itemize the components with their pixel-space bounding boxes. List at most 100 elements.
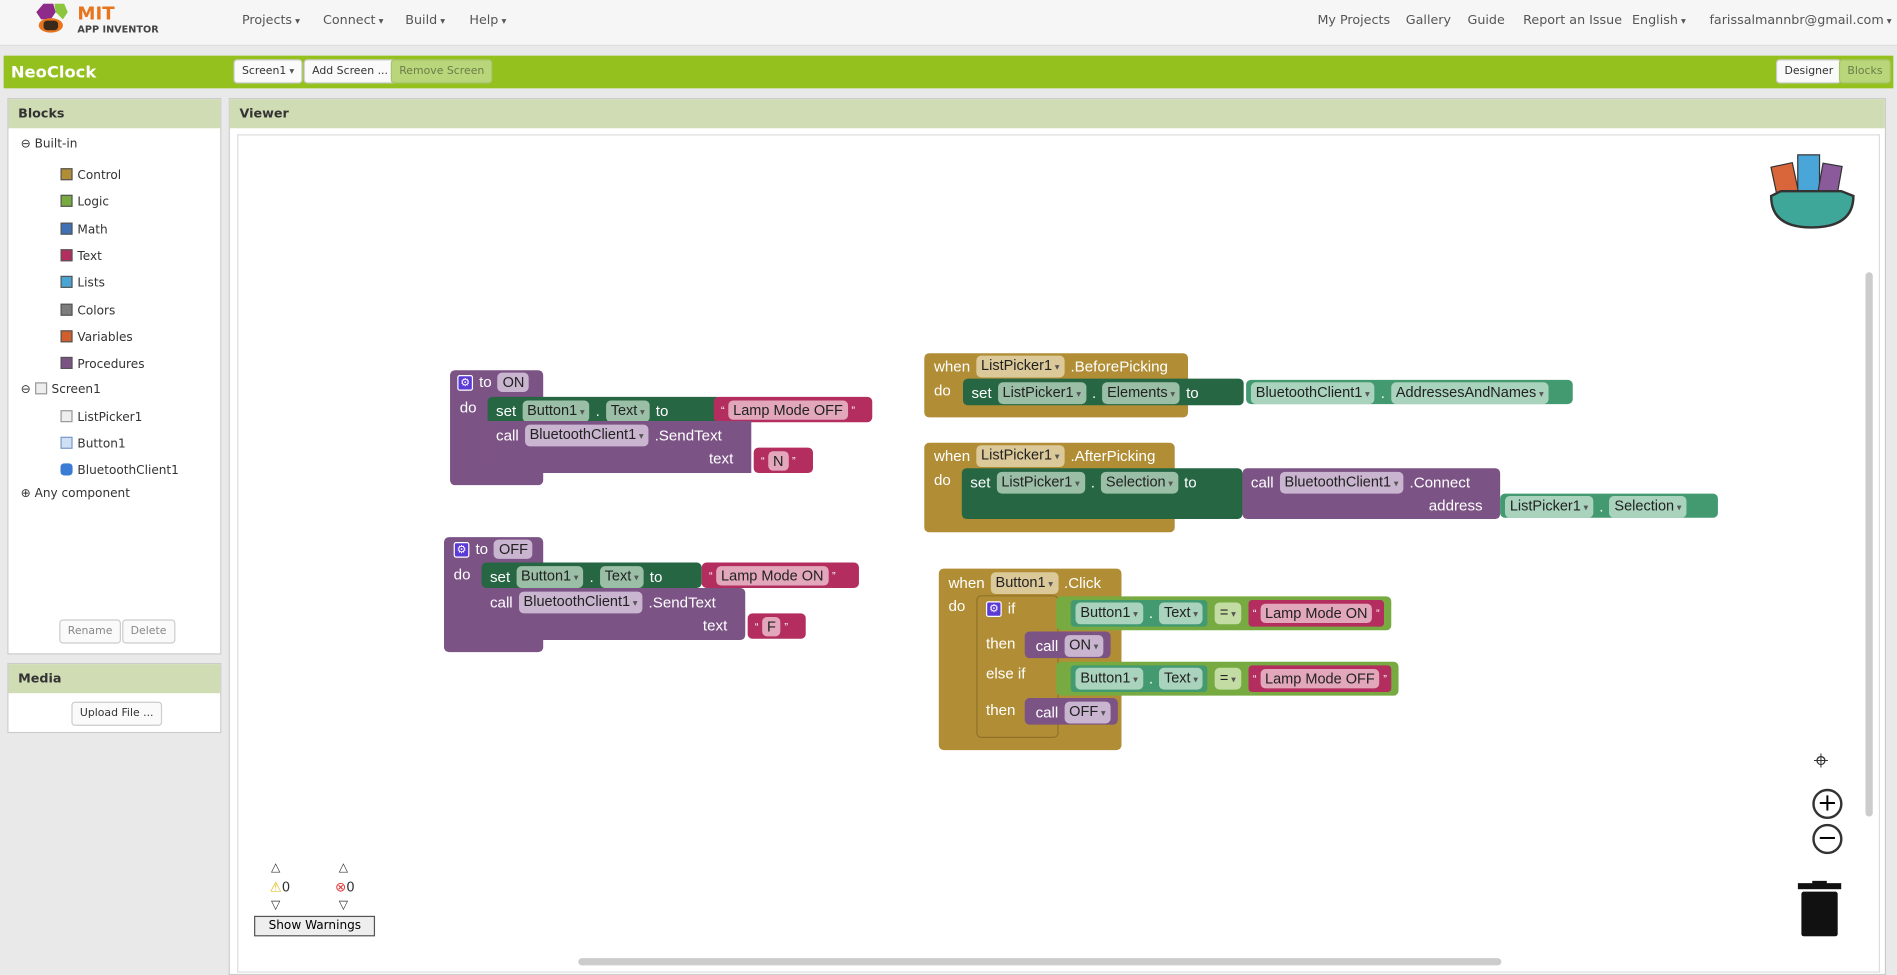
listpicker-selection-getter-block[interactable]: ListPicker1 . Selection: [1500, 493, 1718, 518]
menu-help[interactable]: Help: [469, 13, 506, 28]
call-connect-block[interactable]: call BluetoothClient1 .Connect address: [1242, 468, 1501, 520]
component-listpicker1[interactable]: ListPicker1: [60, 410, 142, 425]
designer-button[interactable]: Designer: [1775, 59, 1842, 84]
horizontal-scrollbar[interactable]: [578, 958, 1502, 966]
collapse-icon[interactable]: ⊖: [20, 383, 31, 397]
category-lists[interactable]: Lists: [60, 276, 105, 291]
text-field[interactable]: Lamp Mode OFF: [728, 400, 848, 420]
warning-next-arrow-icon[interactable]: ▽: [270, 898, 281, 913]
category-math[interactable]: Math: [60, 222, 108, 237]
category-variables[interactable]: Variables: [60, 330, 133, 345]
category-control[interactable]: Control: [60, 168, 121, 183]
screen1-node[interactable]: ⊖ Screen1: [21, 382, 101, 397]
link-gallery[interactable]: Gallery: [1405, 13, 1452, 28]
vertical-scrollbar[interactable]: [1865, 272, 1873, 817]
menu-connect[interactable]: Connect: [323, 13, 383, 28]
app-inventor-logo-icon[interactable]: [34, 3, 70, 35]
text-literal-block[interactable]: “ N ”: [753, 447, 813, 474]
component-dropdown[interactable]: BluetoothClient1: [1279, 471, 1404, 494]
component-dropdown[interactable]: ListPicker1: [1504, 496, 1594, 518]
text-field[interactable]: N: [768, 451, 789, 471]
error-next-arrow-icon[interactable]: ▽: [338, 898, 349, 913]
property-dropdown[interactable]: Text: [605, 400, 650, 423]
property-dropdown[interactable]: Text: [1159, 602, 1203, 625]
category-logic[interactable]: Logic: [60, 195, 109, 210]
blocks-button[interactable]: Blocks: [1838, 59, 1891, 84]
component-dropdown[interactable]: Button1: [516, 566, 584, 588]
component-dropdown[interactable]: Button1: [522, 400, 590, 423]
zoom-in-icon[interactable]: +: [1812, 788, 1843, 820]
procedure-dropdown[interactable]: OFF: [1064, 701, 1111, 724]
component-dropdown[interactable]: ListPicker1: [976, 445, 1065, 467]
text-field[interactable]: F: [762, 616, 781, 637]
category-procedures[interactable]: Procedures: [60, 357, 145, 372]
add-screen-button[interactable]: Add Screen ...: [303, 59, 397, 84]
component-dropdown[interactable]: ListPicker1: [997, 382, 1086, 405]
component-dropdown[interactable]: BluetoothClient1: [1250, 382, 1375, 405]
call-on-block[interactable]: call ON: [1024, 631, 1111, 659]
text-field[interactable]: Lamp Mode ON: [716, 566, 829, 586]
category-colors[interactable]: Colors: [60, 303, 115, 318]
property-dropdown[interactable]: Selection: [1609, 496, 1687, 518]
component-button1[interactable]: Button1: [60, 436, 126, 451]
compare-block-2[interactable]: Button1 . Text = “ Lamp Mode OFF ”: [1056, 661, 1399, 696]
remove-screen-button[interactable]: Remove Screen: [390, 59, 493, 84]
component-dropdown[interactable]: BluetoothClient1: [524, 424, 649, 447]
zoom-out-icon[interactable]: −: [1812, 823, 1843, 855]
component-dropdown[interactable]: BluetoothClient1: [518, 591, 643, 614]
component-dropdown[interactable]: Button1: [1075, 667, 1143, 690]
upload-file-button[interactable]: Upload File ...: [71, 701, 162, 726]
property-dropdown[interactable]: Elements: [1102, 382, 1181, 405]
text-literal-block[interactable]: “ F ”: [747, 613, 806, 639]
gear-icon[interactable]: ⚙: [453, 541, 470, 558]
builtin-node[interactable]: ⊖ Built-in: [21, 138, 78, 151]
call-sendtext-block[interactable]: call BluetoothClient1 .SendText text: [481, 587, 746, 640]
text-field[interactable]: Lamp Mode ON: [1260, 603, 1373, 624]
compare-block-1[interactable]: Button1 . Text = “ Lamp Mode ON ”: [1056, 596, 1392, 631]
rename-button[interactable]: Rename: [59, 619, 121, 644]
link-my-projects[interactable]: My Projects: [1317, 13, 1391, 28]
component-dropdown[interactable]: Button1: [1075, 602, 1143, 625]
category-text[interactable]: Text: [60, 249, 102, 264]
expand-icon[interactable]: ⊕: [20, 487, 31, 501]
text-literal-block[interactable]: “ Lamp Mode ON ”: [701, 562, 859, 588]
component-dropdown[interactable]: ListPicker1: [976, 355, 1065, 378]
delete-button[interactable]: Delete: [122, 619, 175, 644]
warning-prev-arrow-icon[interactable]: △: [270, 861, 281, 875]
property-dropdown[interactable]: AddressesAndNames: [1391, 382, 1549, 405]
menu-projects[interactable]: Projects: [242, 13, 300, 28]
call-sendtext-block[interactable]: call BluetoothClient1 .SendText text: [487, 421, 752, 474]
show-warnings-button[interactable]: Show Warnings: [254, 915, 376, 937]
error-prev-arrow-icon[interactable]: △: [338, 861, 349, 875]
property-dropdown[interactable]: Selection: [1101, 471, 1179, 494]
operator-dropdown[interactable]: =: [1215, 667, 1241, 690]
trash-icon[interactable]: [1797, 880, 1842, 941]
component-dropdown[interactable]: Button1: [990, 572, 1058, 595]
operator-dropdown[interactable]: =: [1215, 602, 1241, 625]
set-listpicker-selection-block[interactable]: set ListPicker1 . Selection to: [961, 468, 1243, 520]
set-button-text-block[interactable]: set Button1 . Text to: [481, 562, 702, 588]
call-off-block[interactable]: call OFF: [1024, 698, 1118, 725]
recenter-icon[interactable]: ⌖: [1813, 746, 1829, 777]
bluetooth-addresses-getter-block[interactable]: BluetoothClient1 . AddressesAndNames: [1246, 379, 1573, 405]
component-bluetoothclient1[interactable]: BluetoothClient1: [60, 463, 179, 478]
any-component-node[interactable]: ⊕ Any component: [21, 488, 130, 501]
text-literal-block[interactable]: “ Lamp Mode OFF ”: [713, 396, 873, 423]
procedure-name-field[interactable]: OFF: [494, 539, 533, 559]
procedure-dropdown[interactable]: ON: [1064, 635, 1104, 657]
collapse-icon[interactable]: ⊖: [20, 137, 31, 152]
procedure-name-field[interactable]: ON: [497, 372, 530, 392]
link-guide[interactable]: Guide: [1467, 13, 1505, 28]
language-menu[interactable]: English: [1632, 13, 1686, 28]
gear-icon[interactable]: ⚙: [985, 600, 1002, 617]
text-field[interactable]: Lamp Mode OFF: [1260, 669, 1380, 689]
backpack-icon[interactable]: [1769, 148, 1860, 238]
property-dropdown[interactable]: Text: [1159, 667, 1203, 690]
component-dropdown[interactable]: ListPicker1: [996, 471, 1085, 494]
screen-select[interactable]: Screen1: [233, 59, 303, 84]
set-button-text-block[interactable]: set Button1 . Text to: [487, 396, 718, 423]
menu-build[interactable]: Build: [405, 13, 445, 28]
property-dropdown[interactable]: Text: [599, 566, 644, 588]
set-listpicker-elements-block[interactable]: set ListPicker1 . Elements to: [963, 378, 1244, 406]
account-menu[interactable]: farissalmannbr@gmail.com: [1709, 13, 1891, 28]
